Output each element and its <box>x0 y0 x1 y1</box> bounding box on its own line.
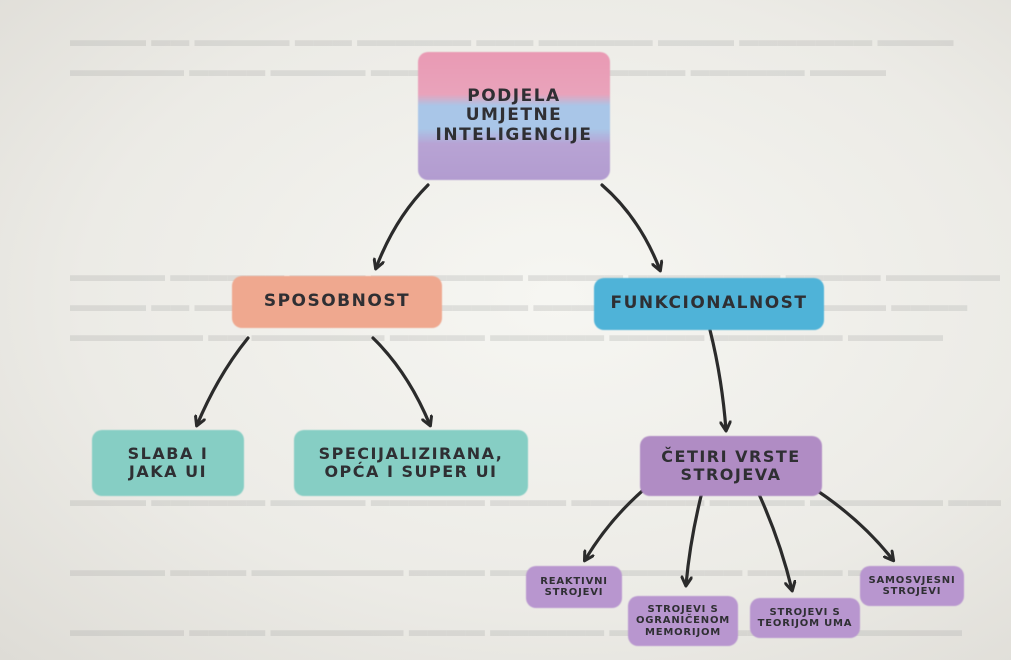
node-slaba-label: SLABA I JAKA UI <box>127 443 209 481</box>
arrow-sposobnost-to-specijalizirana <box>371 336 430 425</box>
node-samosvjesni-label: SAMOSVJESNI STROJEVI <box>868 574 956 598</box>
node-cetiri-vrste-strojeva: ČETIRI VRSTE STROJEVA <box>640 436 822 496</box>
arrow-cetiri-to-ogranicenom <box>686 490 704 585</box>
node-slaba-i-jaka-ui: SLABA I JAKA UI <box>92 430 244 496</box>
background-text-line: ▬▬▬▬▬▬▬ ▬▬ ▬▬▬▬▬▬▬ ▬▬▬▬▬ ▬▬▬▬▬▬ ▬▬▬▬▬ ▬▬… <box>70 325 943 346</box>
background-text-line: ▬▬▬▬ ▬▬ ▬▬▬▬▬ ▬▬▬ ▬▬▬▬▬▬ ▬▬▬ ▬▬▬▬▬▬ ▬▬▬▬… <box>70 30 954 51</box>
node-slaba-background <box>92 430 244 496</box>
node-ogranicenom-memorijom: STROJEVI S OGRANIČENOM MEMORIJOM <box>628 596 738 646</box>
arrow-cetiri-to-samosvjesni <box>808 484 893 560</box>
node-sposobnost-background <box>232 276 442 328</box>
node-sposobnost: SPOSOBNOST <box>232 276 442 328</box>
root-node-label: PODJELA UMJETNE INTELIGENCIJE <box>435 85 593 145</box>
arrow-funkcionalnost-to-cetiri <box>708 328 726 430</box>
node-specijalizirana-background <box>294 430 528 496</box>
node-funkcionalnost-background <box>594 278 824 330</box>
node-ogranicenom-label: STROJEVI S OGRANIČENOM MEMORIJOM <box>635 603 731 638</box>
background-text-line: ▬▬▬▬▬ ▬▬▬▬ ▬▬▬▬▬▬▬▬ ▬▬▬▬ ▬▬▬▬▬▬ ▬▬▬▬▬▬▬ … <box>70 560 962 581</box>
node-teorijom-uma: STROJEVI S TEORIJOM UMA <box>750 598 860 638</box>
node-reaktivni-strojevi: REAKTIVNI STROJEVI <box>526 566 622 608</box>
arrow-root-to-funkcionalnost <box>600 183 660 270</box>
node-reaktivni-label: REAKTIVNI STROJEVI <box>540 575 608 599</box>
node-teorijom-label: STROJEVI S TEORIJOM UMA <box>757 606 853 630</box>
root-node-background <box>418 52 610 180</box>
arrow-root-to-sposobnost <box>376 183 430 268</box>
node-funkcionalnost-label: FUNKCIONALNOST <box>610 293 808 314</box>
root-node: PODJELA UMJETNE INTELIGENCIJE <box>418 52 610 180</box>
node-ogranicenom-background <box>628 596 738 646</box>
node-teorijom-background <box>750 598 860 638</box>
node-cetiri-background <box>640 436 822 496</box>
node-funkcionalnost: FUNKCIONALNOST <box>594 278 824 330</box>
background-text-line: ▬▬▬▬▬▬ ▬▬▬▬ ▬▬▬▬▬▬▬ ▬▬▬▬ ▬▬▬▬▬▬ ▬▬▬▬▬ ▬▬… <box>70 620 962 641</box>
arrow-sposobnost-to-slaba <box>197 336 250 425</box>
node-samosvjesni-background <box>860 566 964 606</box>
node-sposobnost-label: SPOSOBNOST <box>263 291 411 312</box>
node-reaktivni-background <box>526 566 622 608</box>
arrow-cetiri-to-reaktivni <box>585 484 650 560</box>
node-specijalizirana-label: SPECIJALIZIRANA, OPĆA I SUPER UI <box>318 443 504 481</box>
node-specijalizirana: SPECIJALIZIRANA, OPĆA I SUPER UI <box>294 430 528 496</box>
node-cetiri-label: ČETIRI VRSTE STROJEVA <box>661 446 801 484</box>
arrow-cetiri-to-teorijom <box>756 490 792 590</box>
node-samosvjesni-strojevi: SAMOSVJESNI STROJEVI <box>860 566 964 606</box>
